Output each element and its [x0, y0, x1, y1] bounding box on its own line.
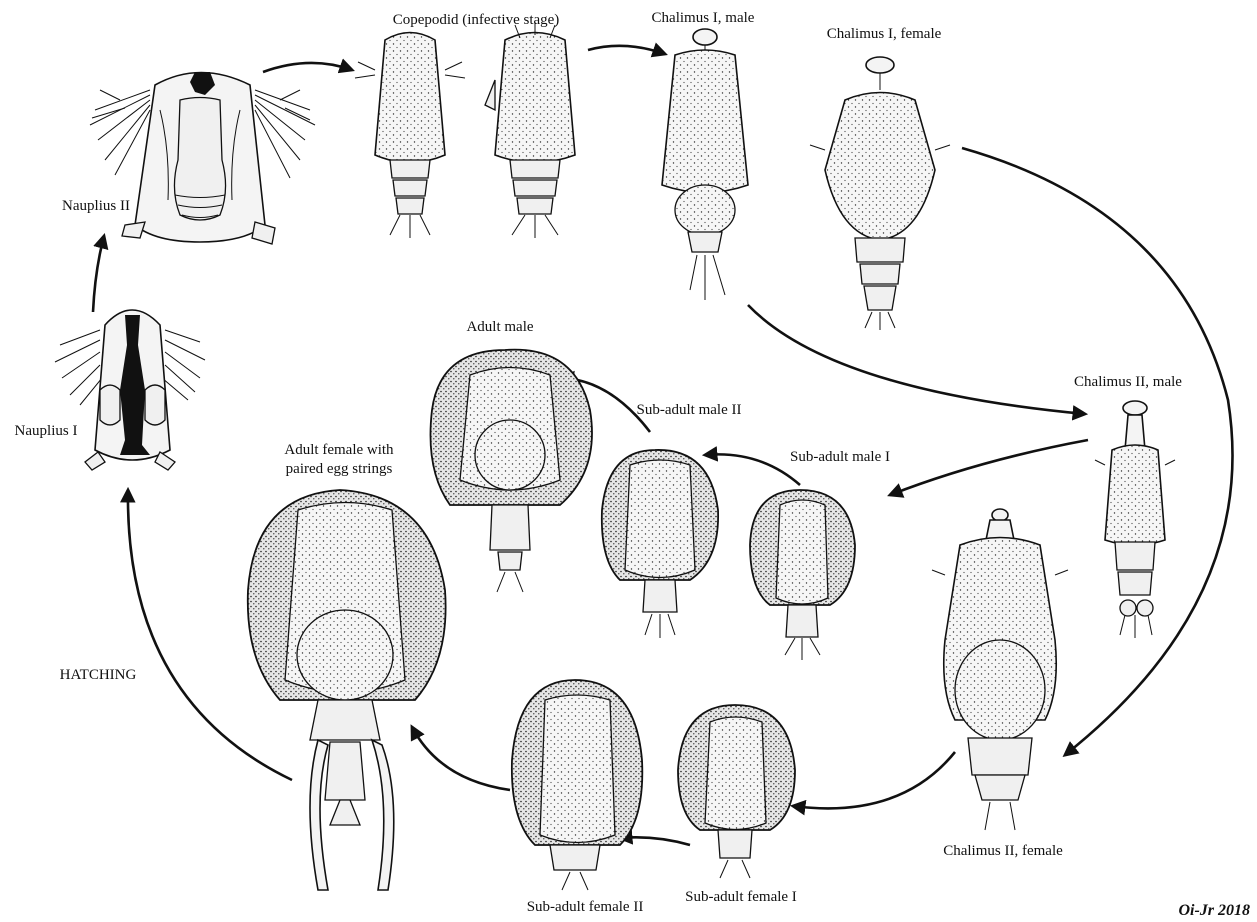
label-sub-adult-male-1: Sub-adult male I [790, 449, 890, 465]
label-adult-female-line2: paired egg strings [286, 461, 393, 477]
arrow-nauplius1-to-nauplius2 [93, 236, 104, 312]
arrow-chalimus1m-to-chalimus2m [748, 305, 1085, 414]
chalimus-2-female-figure [932, 509, 1068, 830]
label-chalimus-2-female: Chalimus II, female [943, 843, 1063, 859]
label-chalimus-2-male: Chalimus II, male [1074, 374, 1182, 390]
chalimus-1-female-figure [810, 57, 950, 330]
arrow-chalimus2m-to-subadultmale1 [890, 440, 1088, 495]
label-adult-male: Adult male [466, 319, 533, 335]
sub-adult-female-1-figure [678, 705, 795, 878]
adult-female-figure [248, 490, 446, 890]
arrow-subadultf2-to-adultfemale [412, 727, 510, 790]
sub-adult-male-1-figure [750, 490, 855, 660]
artist-signature: Oi-Jr 2018 [1178, 902, 1250, 919]
label-chalimus-1-female: Chalimus I, female [827, 26, 942, 42]
label-nauplius-2: Nauplius II [62, 198, 130, 214]
label-chalimus-1-male: Chalimus I, male [652, 10, 755, 26]
nauplius-1-figure [55, 310, 205, 470]
label-adult-female-line1: Adult female with [284, 442, 394, 458]
sub-adult-male-2-figure [602, 450, 718, 638]
copepodid-figure-2 [485, 22, 575, 238]
label-nauplius-1: Nauplius I [15, 423, 78, 439]
label-hatching: HATCHING [60, 667, 137, 683]
label-sub-adult-female-1: Sub-adult female I [685, 889, 797, 905]
arrow-subadultf1-to-2 [620, 837, 690, 845]
copepodid-figure-1 [355, 33, 465, 239]
arrow-chalimus2f-to-subadultfemale1 [793, 752, 955, 808]
label-sub-adult-female-2: Sub-adult female II [527, 899, 644, 915]
arrow-nauplius2-to-copepodid [263, 63, 352, 72]
arrow-subadultmale1-to-2 [705, 454, 800, 485]
chalimus-2-male-figure [1095, 401, 1175, 638]
nauplius-2-figure [90, 72, 315, 244]
chalimus-1-male-figure [662, 29, 748, 300]
arrow-copepodid-to-chalimus1 [588, 46, 665, 54]
label-sub-adult-male-2: Sub-adult male II [637, 402, 742, 418]
adult-male-figure [430, 350, 592, 592]
cycle-arrows [93, 46, 1233, 845]
label-copepodid: Copepodid (infective stage) [393, 12, 560, 28]
sub-adult-female-2-figure [512, 680, 642, 890]
